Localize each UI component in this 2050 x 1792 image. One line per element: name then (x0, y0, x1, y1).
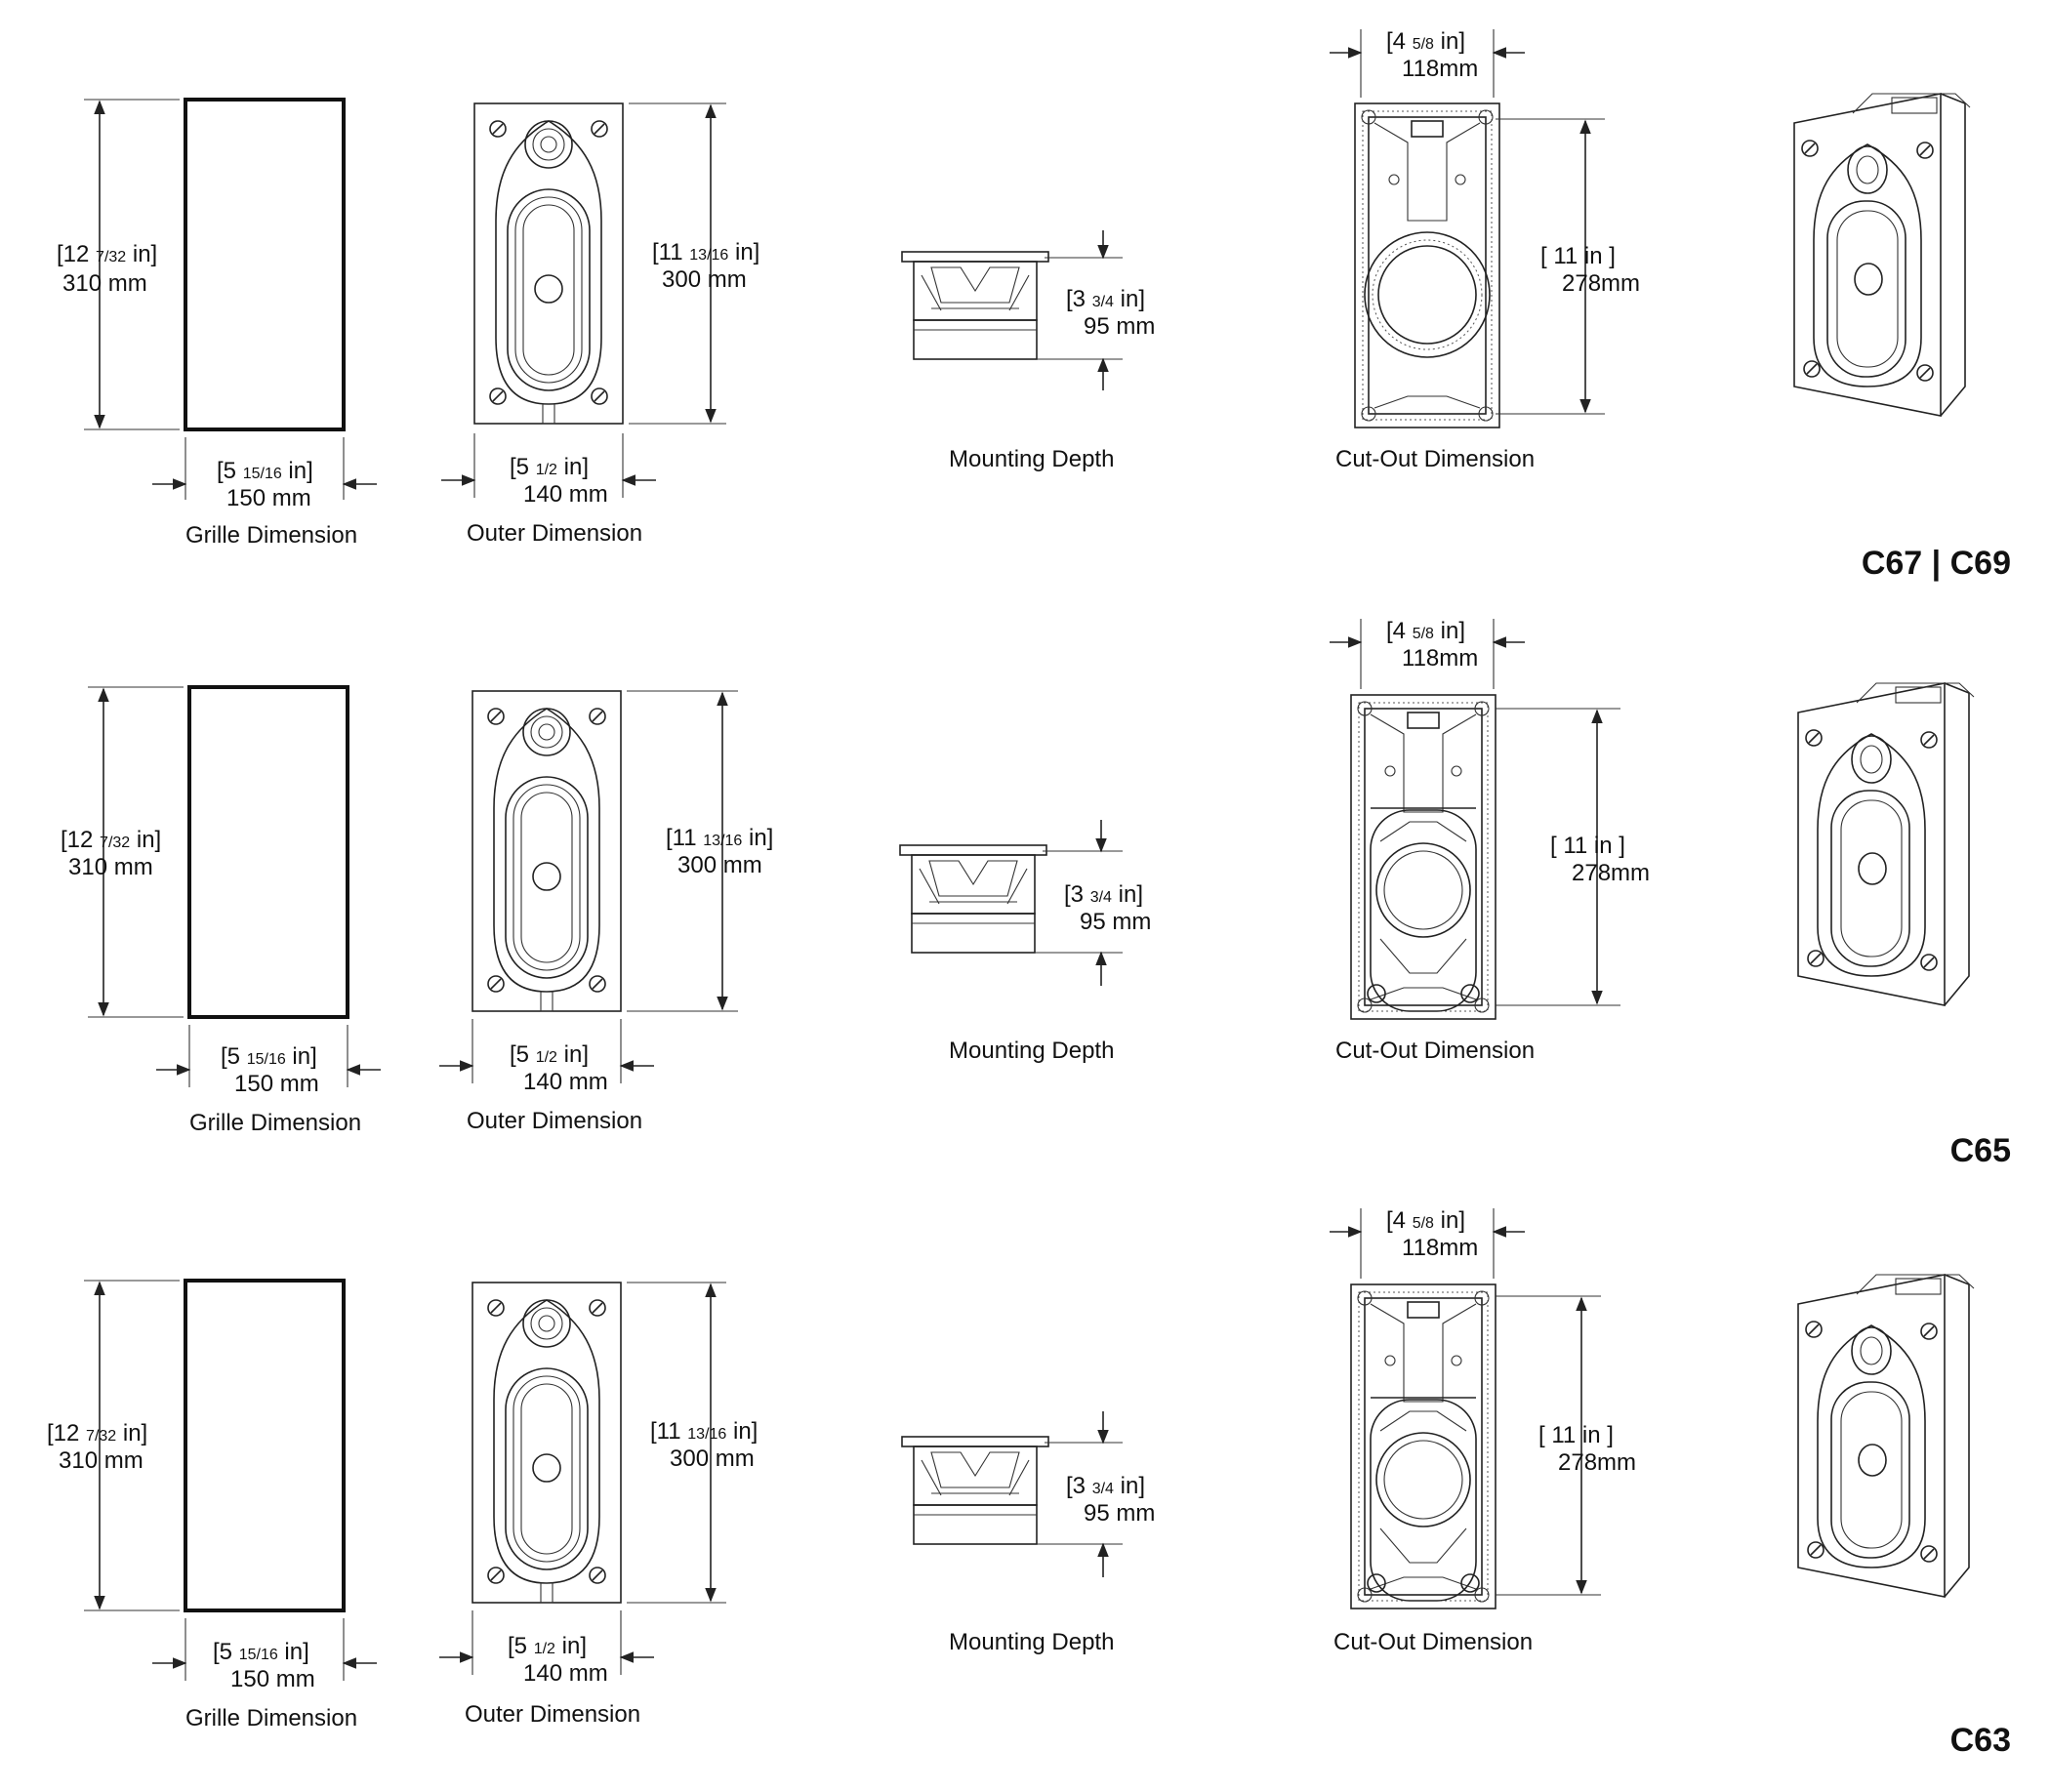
grille-height-inch: [12 7/32 in] (57, 241, 157, 267)
model-label: C65 (1950, 1132, 2011, 1169)
cutout-height-mm: 278mm (1562, 270, 1640, 297)
cut-out-dimension-view: [4 5/8 in] 118mm [ 11 in ] 278mm Cut-Out… (1330, 28, 1640, 472)
mounting-depth-view: [3 3/4 in] 95 mm Mounting Depth (901, 1411, 1155, 1655)
cut-out-dimension-view: [4 5/8 in] 118mm [ 11 in ] 278mm Cut-Out… (1330, 618, 1650, 1064)
grille-caption: Grille Dimension (189, 1110, 361, 1136)
outer-height-inch: [11 13/16 in] (650, 1418, 758, 1445)
outer-width-inch: [5 1/2 in] (508, 1633, 587, 1659)
outer-dimension-view: [11 13/16 in] 300 mm [5 1/2 in] 140 mm O… (439, 1283, 758, 1728)
cutout-caption: Cut-Out Dimension (1335, 1038, 1535, 1064)
grille-outline (184, 1279, 346, 1612)
outer-dimension-view: [11 13/16 in] 300 mm [5 1/2 in] 140 mm O… (439, 691, 773, 1134)
cutout-height-inch: [ 11 in ] (1540, 243, 1616, 269)
cutout-width-mm: 118mm (1402, 645, 1478, 672)
depth-mm: 95 mm (1080, 909, 1151, 935)
outer-width-mm: 140 mm (523, 481, 608, 508)
grille-outline (187, 685, 349, 1019)
outer-height-inch: [11 13/16 in] (666, 825, 773, 851)
cutout-caption: Cut-Out Dimension (1335, 446, 1535, 472)
grille-width-inch: [5 15/16 in] (217, 458, 313, 484)
depth-inch: [3 3/4 in] (1066, 286, 1145, 312)
grille-width-inch: [5 15/16 in] (221, 1043, 317, 1070)
depth-caption: Mounting Depth (949, 1038, 1114, 1064)
depth-caption: Mounting Depth (949, 446, 1114, 472)
outer-height-mm: 300 mm (670, 1446, 755, 1472)
speaker-isometric-view (1798, 1275, 1974, 1597)
cutout-width-mm: 118mm (1402, 1235, 1478, 1261)
mounting-depth-view: [3 3/4 in] 95 mm Mounting Depth (899, 820, 1151, 1064)
outer-width-mm: 140 mm (523, 1069, 608, 1095)
model-label: C67 | C69 (1862, 545, 2011, 582)
depth-caption: Mounting Depth (949, 1629, 1114, 1655)
grille-height-inch: [12 7/32 in] (61, 827, 161, 853)
grille-height-mm: 310 mm (68, 854, 153, 880)
outer-height-mm: 300 mm (662, 266, 747, 293)
outer-caption: Outer Dimension (467, 1108, 642, 1134)
grille-width-mm: 150 mm (234, 1071, 319, 1097)
mounting-depth-view: [3 3/4 in] 95 mm Mounting Depth (901, 230, 1155, 472)
grille-height-mm: 310 mm (59, 1447, 144, 1474)
grille-height-mm: 310 mm (62, 270, 147, 297)
depth-inch: [3 3/4 in] (1066, 1473, 1145, 1499)
cutout-width-inch: [4 5/8 in] (1386, 28, 1465, 55)
depth-inch: [3 3/4 in] (1064, 881, 1143, 908)
row-c63: [12 7/32 in] 310 mm [5 15/16 in] 150 mm … (47, 1207, 2011, 1759)
cutout-width-inch: [4 5/8 in] (1386, 618, 1465, 644)
outer-caption: Outer Dimension (465, 1701, 640, 1728)
outer-height-mm: 300 mm (677, 852, 762, 878)
outer-caption: Outer Dimension (467, 520, 642, 547)
cutout-height-mm: 278mm (1558, 1449, 1636, 1476)
model-label: C63 (1950, 1722, 2011, 1759)
cutout-width-mm: 118mm (1402, 56, 1478, 82)
grille-caption: Grille Dimension (185, 522, 357, 549)
outer-width-inch: [5 1/2 in] (510, 1041, 589, 1068)
grille-width-mm: 150 mm (230, 1666, 315, 1692)
grille-dimension-view: [12 7/32 in] 310 mm [5 15/16 in] 150 mm … (47, 1279, 377, 1731)
row-c65: [12 7/32 in] 310 mm [5 15/16 in] 150 mm … (61, 618, 2011, 1169)
cutout-caption: Cut-Out Dimension (1333, 1629, 1533, 1655)
grille-dimension-view: [12 7/32 in] 310 mm [5 15/16 in] 150 mm … (57, 98, 377, 549)
cutout-height-inch: [ 11 in ] (1550, 833, 1625, 859)
cutout-width-inch: [4 5/8 in] (1386, 1207, 1465, 1234)
depth-mm: 95 mm (1084, 1500, 1155, 1527)
grille-caption: Grille Dimension (185, 1705, 357, 1731)
speaker-isometric-view (1794, 94, 1970, 416)
grille-width-mm: 150 mm (226, 485, 311, 511)
cutout-height-inch: [ 11 in ] (1538, 1422, 1614, 1448)
outer-height-inch: [11 13/16 in] (652, 239, 759, 265)
outer-width-inch: [5 1/2 in] (510, 454, 589, 480)
outer-dimension-view: [11 13/16 in] 300 mm [5 1/2 in] 140 mm O… (441, 103, 759, 547)
depth-mm: 95 mm (1084, 313, 1155, 340)
cutout-height-mm: 278mm (1572, 860, 1650, 886)
outer-width-mm: 140 mm (523, 1660, 608, 1687)
speaker-isometric-view (1798, 683, 1974, 1005)
cut-out-dimension-view: [4 5/8 in] 118mm [ 11 in ] 278mm Cut-Out… (1330, 1207, 1636, 1655)
grille-width-inch: [5 15/16 in] (213, 1639, 309, 1665)
grille-dimension-view: [12 7/32 in] 310 mm [5 15/16 in] 150 mm … (61, 685, 381, 1136)
grille-outline (184, 98, 346, 431)
row-c67-c69: [12 7/32 in] 310 mm [5 15/16 in] 150 mm … (57, 28, 2011, 582)
grille-height-inch: [12 7/32 in] (47, 1420, 147, 1446)
